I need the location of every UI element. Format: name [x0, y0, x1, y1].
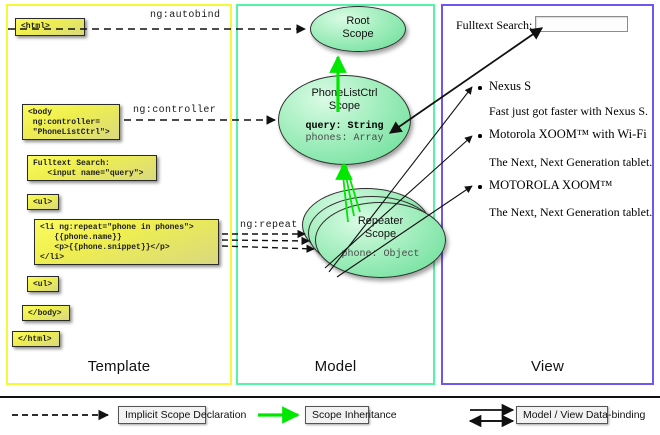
- panel-view-label: View: [530, 358, 565, 375]
- code-box-html-close: </html>: [12, 331, 60, 347]
- legend-label-scope-inheritance: Scope Inheritance: [305, 406, 397, 424]
- root-scope-title-line1: Root: [346, 15, 370, 27]
- panel-view: View: [441, 4, 654, 385]
- view-search-input[interactable]: [535, 16, 628, 32]
- code-box-body-close: </body>: [22, 305, 70, 321]
- legend-label-implicit-scope-declaration: Implicit Scope Declaration: [118, 406, 246, 424]
- view-list-bullet: [478, 185, 482, 189]
- view-phone-snippet: The Next, Next Generation tablet.: [489, 155, 653, 169]
- legend-arrow-databinding: [468, 403, 515, 428]
- phonelistctrl-prop-phones: phones: Array: [305, 133, 384, 144]
- view-list-bullet: [478, 134, 482, 138]
- view-phone-snippet: Fast just got faster with Nexus S.: [489, 104, 648, 118]
- code-box-body-open: <body ng:controller= "PhoneListCtrl">: [22, 104, 120, 140]
- repeater-scope-title-line1: Repeater: [357, 215, 404, 227]
- phonelistctrl-prop-query: query: String: [305, 121, 384, 132]
- view-phone-name: Motorola XOOM™ with Wi-Fi: [489, 127, 647, 141]
- view-search-label: Fulltext Search:: [456, 18, 533, 32]
- panel-template-label: Template: [87, 358, 151, 375]
- code-box-fulltext-search: Fulltext Search: <input name="query">: [27, 155, 157, 181]
- edge-label-ng-autobind: ng:autobind: [150, 10, 221, 21]
- root-scope-title-line2: Scope: [342, 28, 374, 40]
- repeater-scope-title-line2: Scope: [364, 228, 397, 240]
- legend-divider: [0, 396, 660, 398]
- panel-model-label: Model: [314, 358, 357, 375]
- root-scope: Root Scope: [310, 6, 406, 52]
- code-box-html-open: <html>: [15, 18, 85, 36]
- view-list-bullet: [478, 86, 482, 90]
- repeater-scope: Repeater Scope phone: Object: [315, 202, 446, 278]
- view-phone-name: MOTOROLA XOOM™: [489, 178, 613, 192]
- legend-label-model-view-data-binding: Model / View Data-binding: [516, 406, 645, 424]
- code-box-ul-open: <ul>: [27, 194, 59, 210]
- phonelistctrl-scope: PhoneListCtrl Scope query: String phones…: [278, 75, 411, 165]
- edge-label-ng-repeat: ng:repeat: [240, 220, 298, 231]
- repeater-prop-phone: phone: Object: [341, 249, 420, 260]
- view-phone-name: Nexus S: [489, 79, 532, 93]
- view-phone-snippet: The Next, Next Generation tablet.: [489, 205, 653, 219]
- edge-label-ng-controller: ng:controller: [133, 105, 217, 116]
- code-box-ul-close: <ul>: [27, 276, 59, 292]
- code-box-li-repeat: <li ng:repeat="phone in phones"> {{phone…: [34, 219, 219, 265]
- phonelistctrl-scope-title-line2: Scope: [328, 100, 361, 112]
- phonelistctrl-scope-title-line1: PhoneListCtrl: [311, 87, 378, 99]
